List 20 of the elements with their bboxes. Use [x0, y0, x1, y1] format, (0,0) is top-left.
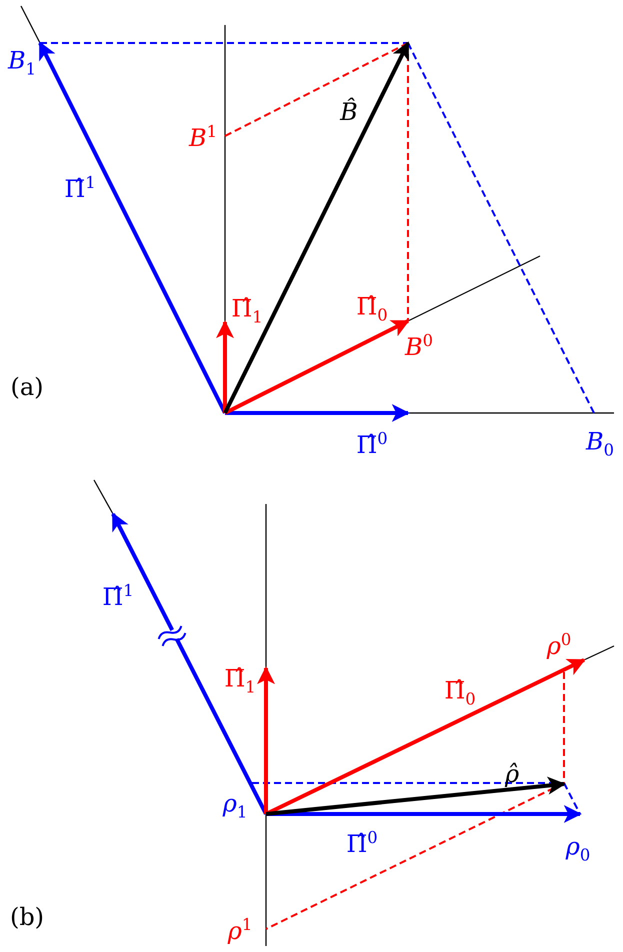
vector-label: B$_{1}$ — [8, 48, 36, 78]
vector-label: Π̂$_{0}$ — [356, 294, 388, 324]
vector-label: (a) — [10, 374, 44, 400]
vector-label: B$^{1}$ — [188, 122, 218, 152]
vector-label: Π̂$^{0}$ — [346, 828, 378, 858]
vector-label: ρ$^{0}$ — [546, 630, 572, 660]
vector-label: B$_{0}$ — [586, 428, 614, 460]
vector-label: Π̂$^{1}$ — [64, 174, 96, 202]
vector-label: ρ̂ — [504, 760, 520, 788]
vector-label: (b) — [10, 904, 44, 930]
vector-label: Π̂$_{0}$ — [444, 678, 476, 708]
vector-label: B̂ — [340, 98, 358, 126]
vector-label: ρ$^{1}$ — [228, 916, 252, 944]
vector-label: ρ$_{1}$ — [222, 790, 248, 822]
vector-label: Π̂$_{1}$ — [231, 296, 263, 326]
vector-label: Π̂$_{1}$ — [224, 666, 256, 696]
vector-label: B$^{0}$ — [404, 332, 434, 360]
vector-label: Π̂$^{0}$ — [356, 430, 388, 458]
vector-label: ρ$_{0}$ — [566, 834, 590, 864]
vector-label: Π̂$^{1}$ — [102, 582, 134, 610]
